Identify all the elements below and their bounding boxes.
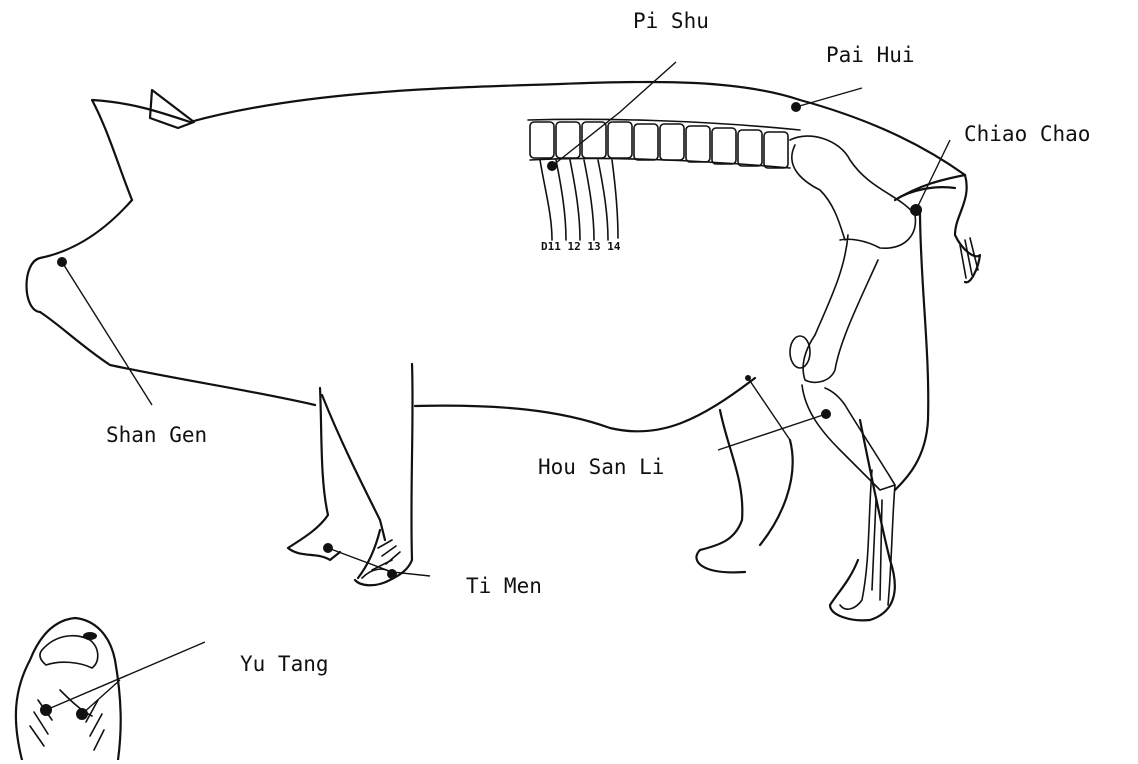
hind-limb-skeleton [790,136,915,609]
yu-tang-left-point [40,704,52,716]
pai-hui-label: Pai Hui [826,43,915,67]
pig-body-outline [27,82,981,620]
acupoint-ti-men: Ti Men [323,543,542,598]
acupoint-yu-tang: Yu Tang [40,642,329,720]
hou-san-li-point [821,409,831,419]
ti-men-label: Ti Men [466,574,542,598]
chiao-chao-point [910,204,922,216]
hou-san-li-secondary-point [745,375,751,381]
ti-men-rear-point [387,569,397,579]
pi-shu-label: Pi Shu [633,9,709,33]
acupoint-hou-san-li: Hou San Li [538,375,831,479]
shan-gen-label: Shan Gen [106,423,207,447]
snout-inset-drawing [16,618,121,760]
chiao-chao-label: Chiao Chao [964,122,1090,146]
pi-shu-point [547,161,557,171]
yu-tang-right-point [76,708,88,720]
shan-gen-point [57,257,67,267]
acupoint-chiao-chao: Chiao Chao [910,122,1090,216]
vertebrae-label: D11 12 13 14 [541,240,621,253]
ti-men-front-point [323,543,333,553]
pai-hui-point [791,102,801,112]
hou-san-li-label: Hou San Li [538,455,664,479]
spine-and-ribs-skeleton: D11 12 13 14 [528,119,800,253]
yu-tang-label: Yu Tang [240,652,329,676]
acupoint-shan-gen: Shan Gen [57,257,207,447]
